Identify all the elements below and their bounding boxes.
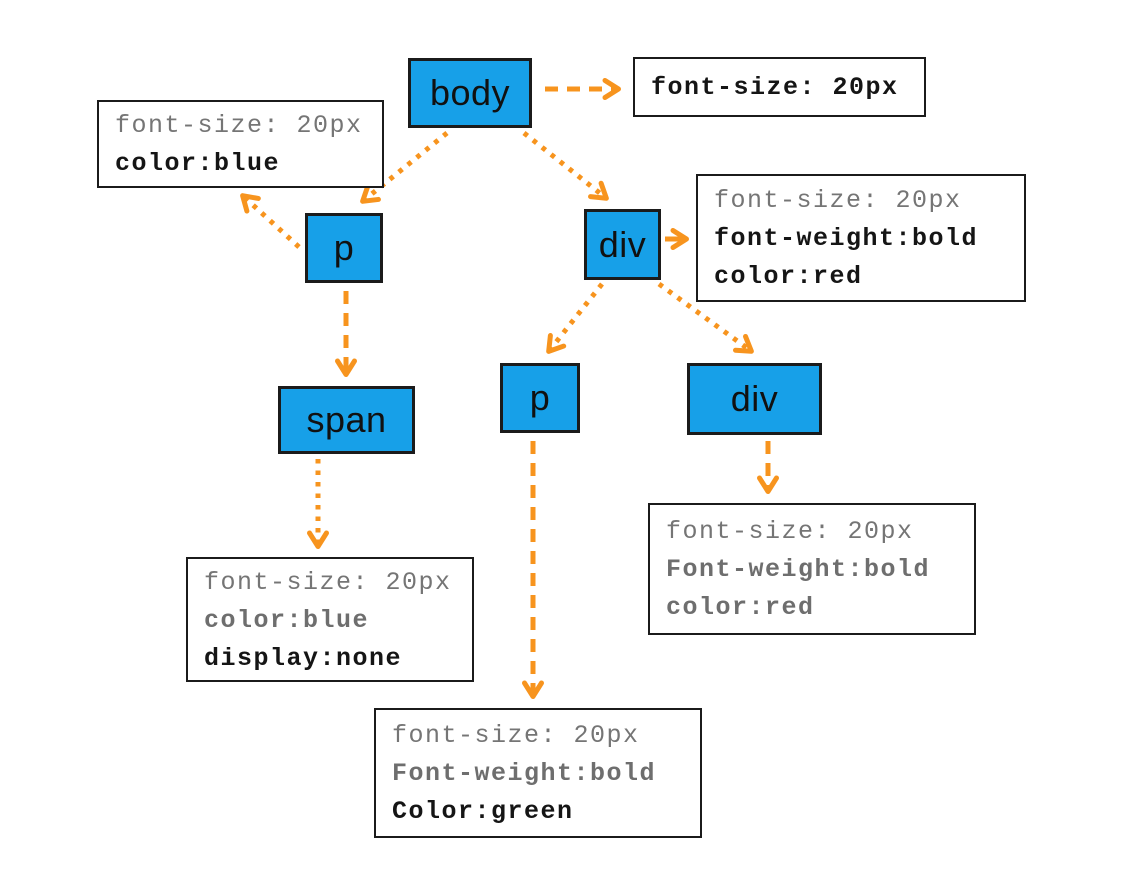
stylebox-div: font-size: 20px font-weight:bold color:r… — [696, 174, 1026, 302]
node-p[interactable]: p — [305, 213, 383, 283]
node-div-label: div — [598, 223, 647, 265]
node-p-label: p — [333, 227, 355, 268]
node-body-label: body — [429, 72, 511, 113]
arrow-div1-to-div2 — [657, 281, 754, 354]
node-div-child-label: div — [730, 378, 779, 419]
style-rule: color:red — [666, 593, 815, 622]
node-p-child[interactable]: p — [500, 363, 580, 433]
node-div-child[interactable]: div — [687, 363, 822, 435]
style-rule: Font-weight:bold — [666, 555, 931, 584]
style-rule: font-size: 20px — [651, 73, 899, 102]
arrow-div1-to-p2 — [546, 282, 604, 354]
node-body[interactable]: body — [408, 58, 532, 128]
style-rule: color:blue — [204, 605, 370, 635]
style-rule: font-size: 20px — [666, 517, 914, 546]
style-rule: Font-weight:bold — [392, 759, 657, 788]
style-rule: font-size: 20px — [115, 111, 363, 140]
arrow-body-to-div1 — [522, 131, 609, 201]
style-rule: font-size: 20px — [392, 721, 640, 750]
stylebox-div-child: font-size: 20px Font-weight:bold color:r… — [648, 503, 976, 635]
style-rule: Color:green — [392, 797, 574, 826]
node-span-label: span — [306, 399, 387, 440]
style-rule: font-weight:bold — [714, 224, 979, 253]
node-span[interactable]: span — [278, 386, 415, 454]
style-rule: color:blue — [115, 149, 281, 178]
stylebox-body: font-size: 20px — [633, 57, 926, 117]
stylebox-p-child: font-size: 20px Font-weight:bold Color:g… — [374, 708, 702, 838]
style-rule: font-size: 20px — [714, 186, 962, 215]
style-rule: color:red — [714, 262, 863, 291]
style-rule: display:none — [204, 643, 403, 673]
node-p-child-label: p — [529, 377, 551, 418]
arrow-p1-to-p1-styles — [240, 193, 301, 249]
stylebox-p: font-size: 20px color:blue — [97, 100, 384, 188]
node-div[interactable]: div — [584, 209, 661, 280]
style-rule: font-size: 20px — [204, 567, 452, 597]
stylebox-span: font-size: 20px color:blue display:none — [186, 557, 474, 682]
